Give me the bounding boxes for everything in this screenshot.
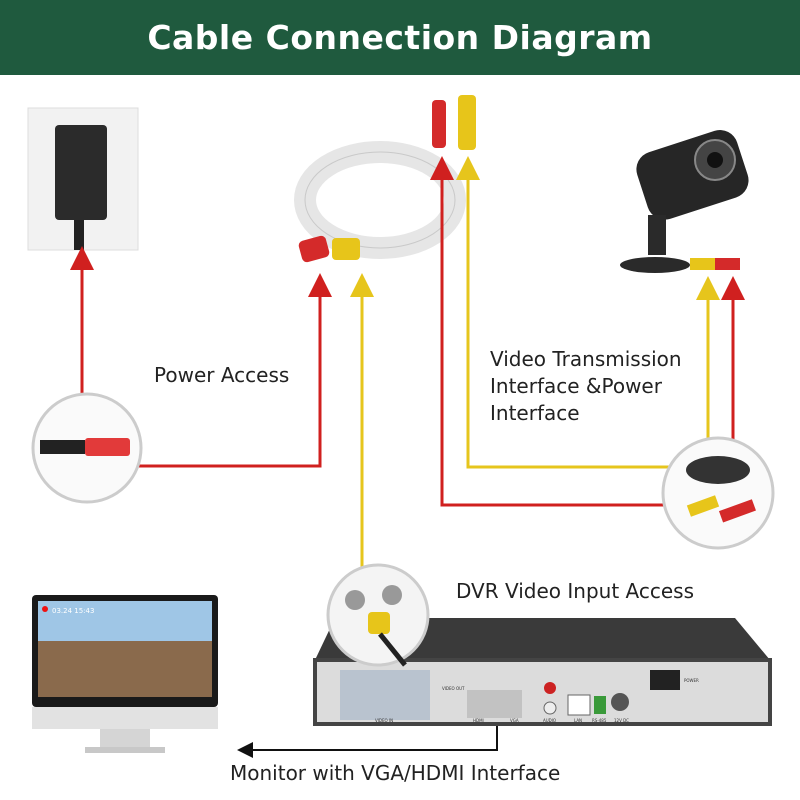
- video-power-label-line2: Interface &Power: [490, 374, 662, 398]
- video-power-label-line3: Interface: [490, 401, 580, 425]
- video-power-label-line1: Video Transmission: [490, 347, 682, 371]
- monitor-image: [32, 595, 218, 753]
- power-plug-detail-circle: [31, 392, 143, 504]
- dvr-port-video-in: VIDEO IN: [375, 718, 393, 723]
- header-banner: Cable Connection Diagram: [0, 0, 800, 75]
- dvr-port-video-out: VIDEO OUT: [442, 686, 465, 691]
- dvr-bnc-detail-circle: [326, 563, 430, 667]
- dvr-input-label: DVR Video Input Access: [456, 579, 694, 603]
- dvr-port-lan: LAN: [574, 718, 582, 723]
- dvr-port-12v: 12V DC: [614, 718, 629, 723]
- dvr-port-rs485: RS-485: [592, 718, 607, 723]
- camera-connector-detail-circle: [661, 436, 775, 550]
- monitor-timestamp: 03.24 15:43: [52, 607, 94, 615]
- power-access-label: Power Access: [154, 363, 290, 387]
- security-camera-image: [620, 130, 749, 273]
- dvr-recorder-image: [313, 618, 772, 726]
- bnc-cable-coil-image: [294, 95, 476, 263]
- monitor-label: Monitor with VGA/HDMI Interface: [230, 761, 561, 785]
- power-line-camera-side: [430, 156, 665, 507]
- monitor-line: [237, 722, 498, 758]
- dvr-port-power: POWER: [684, 678, 699, 683]
- power-line-to-cable: [128, 273, 332, 468]
- dvr-port-audio: AUDIO: [543, 718, 556, 723]
- dvr-port-hdmi: HDMI: [473, 718, 484, 723]
- video-line-camera-side: [456, 156, 670, 469]
- dvr-port-vga: VGA: [510, 718, 519, 723]
- power-adapter-image: [27, 107, 139, 251]
- page-title: Cable Connection Diagram: [147, 18, 653, 57]
